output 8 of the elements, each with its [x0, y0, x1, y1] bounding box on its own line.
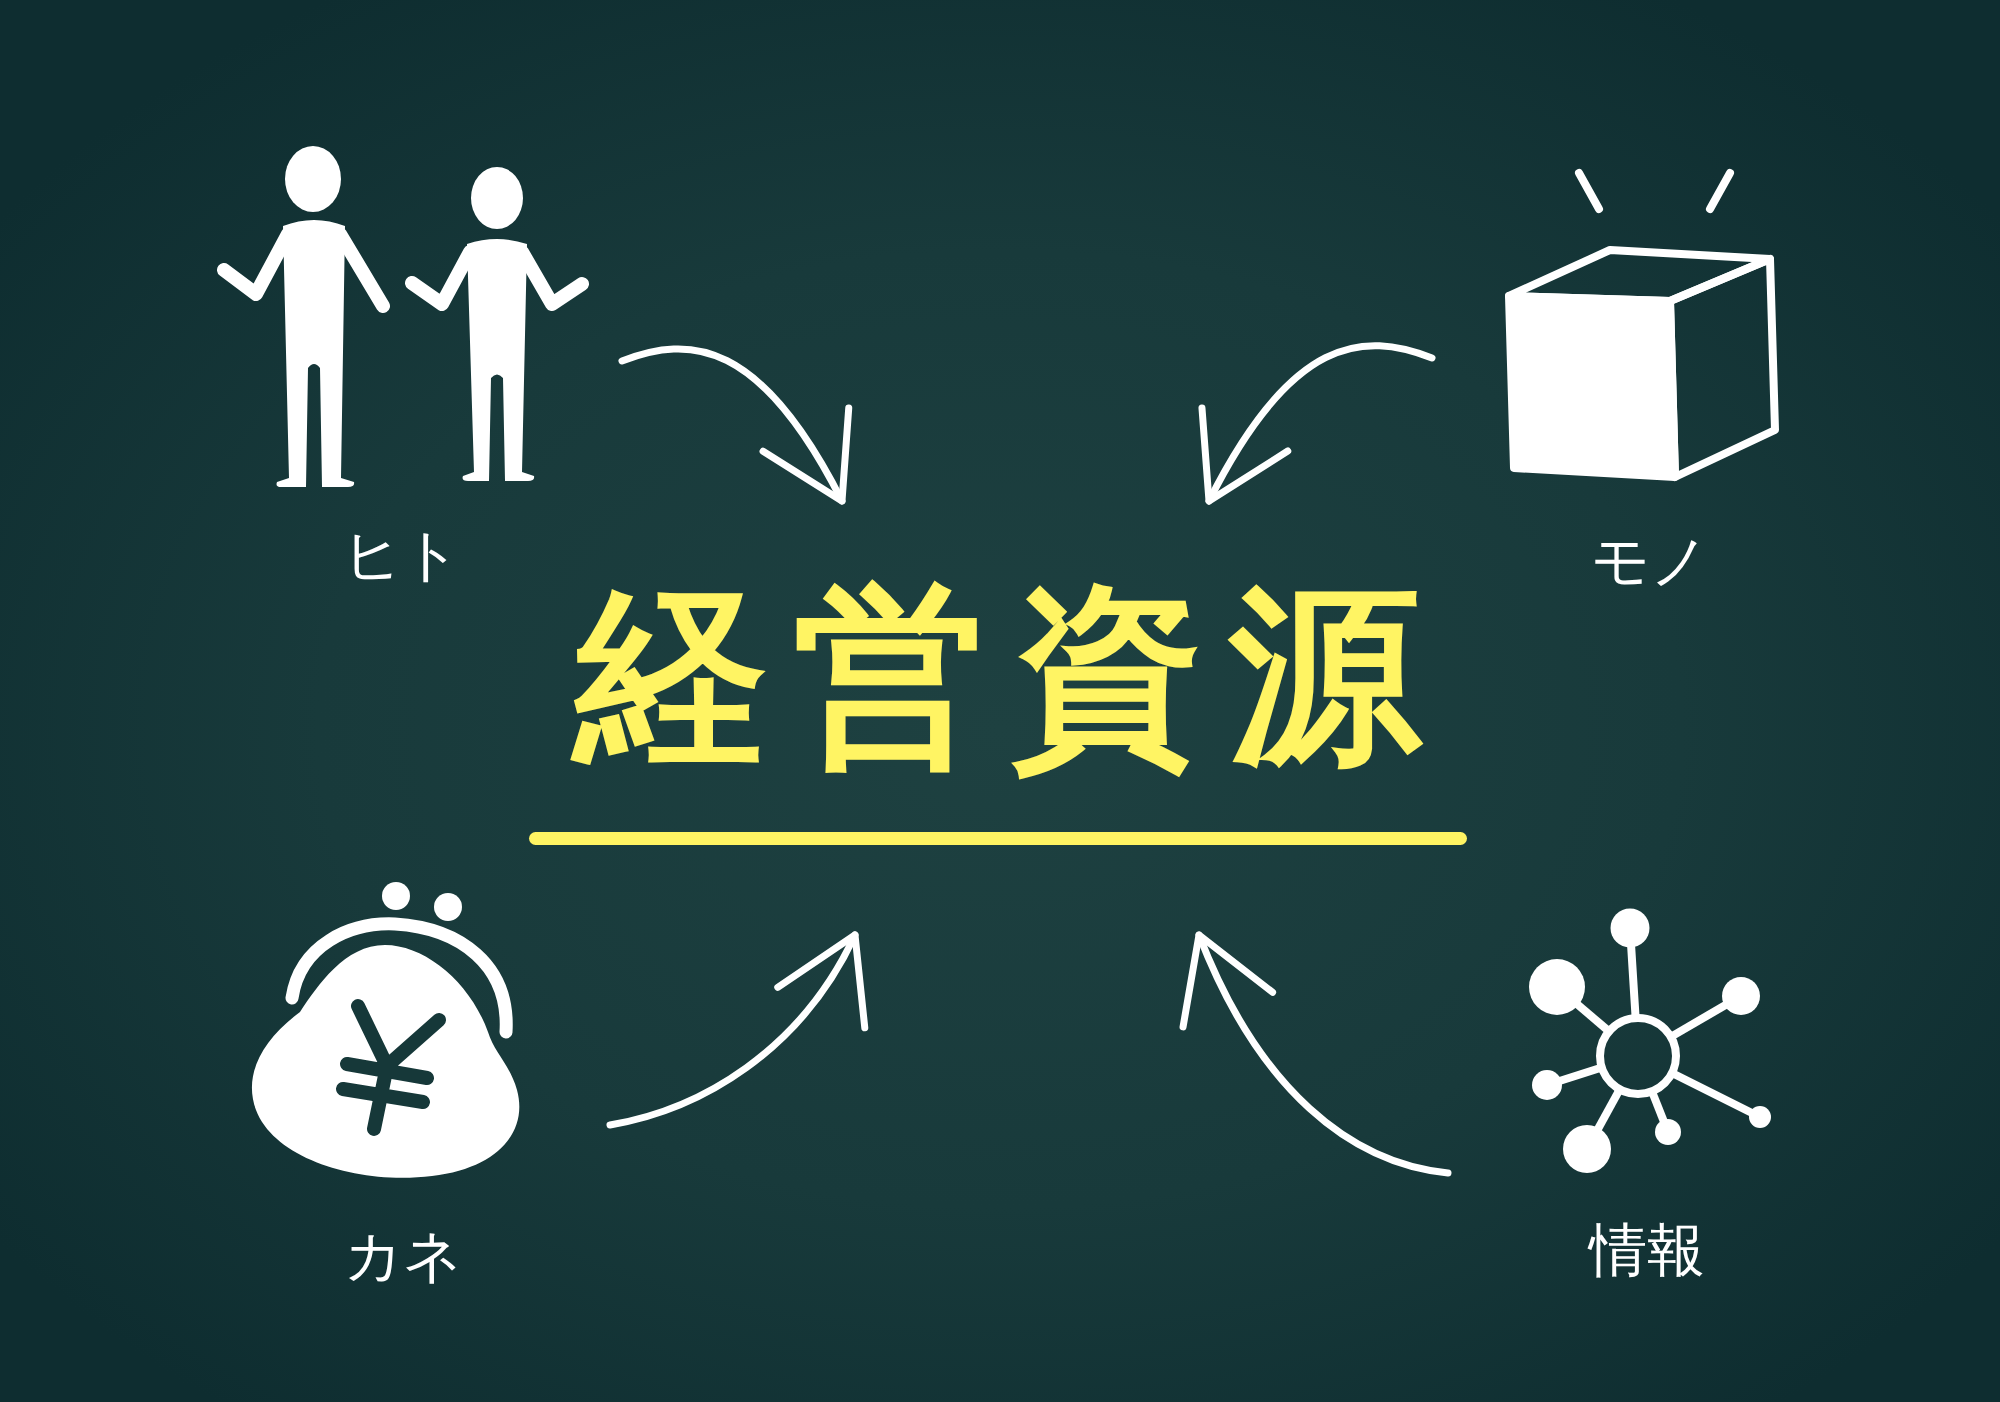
caption-text: カネ: [344, 1222, 462, 1292]
curved-arrow: [618, 345, 850, 505]
curved-arrow: [1201, 342, 1436, 505]
caption-text: 情報: [1589, 1216, 1705, 1286]
caption-text: モノ: [1591, 527, 1709, 597]
curved-arrow: [1182, 931, 1452, 1177]
caption-text: ヒト: [343, 521, 461, 591]
title-text: 経営資源: [569, 556, 1453, 796]
